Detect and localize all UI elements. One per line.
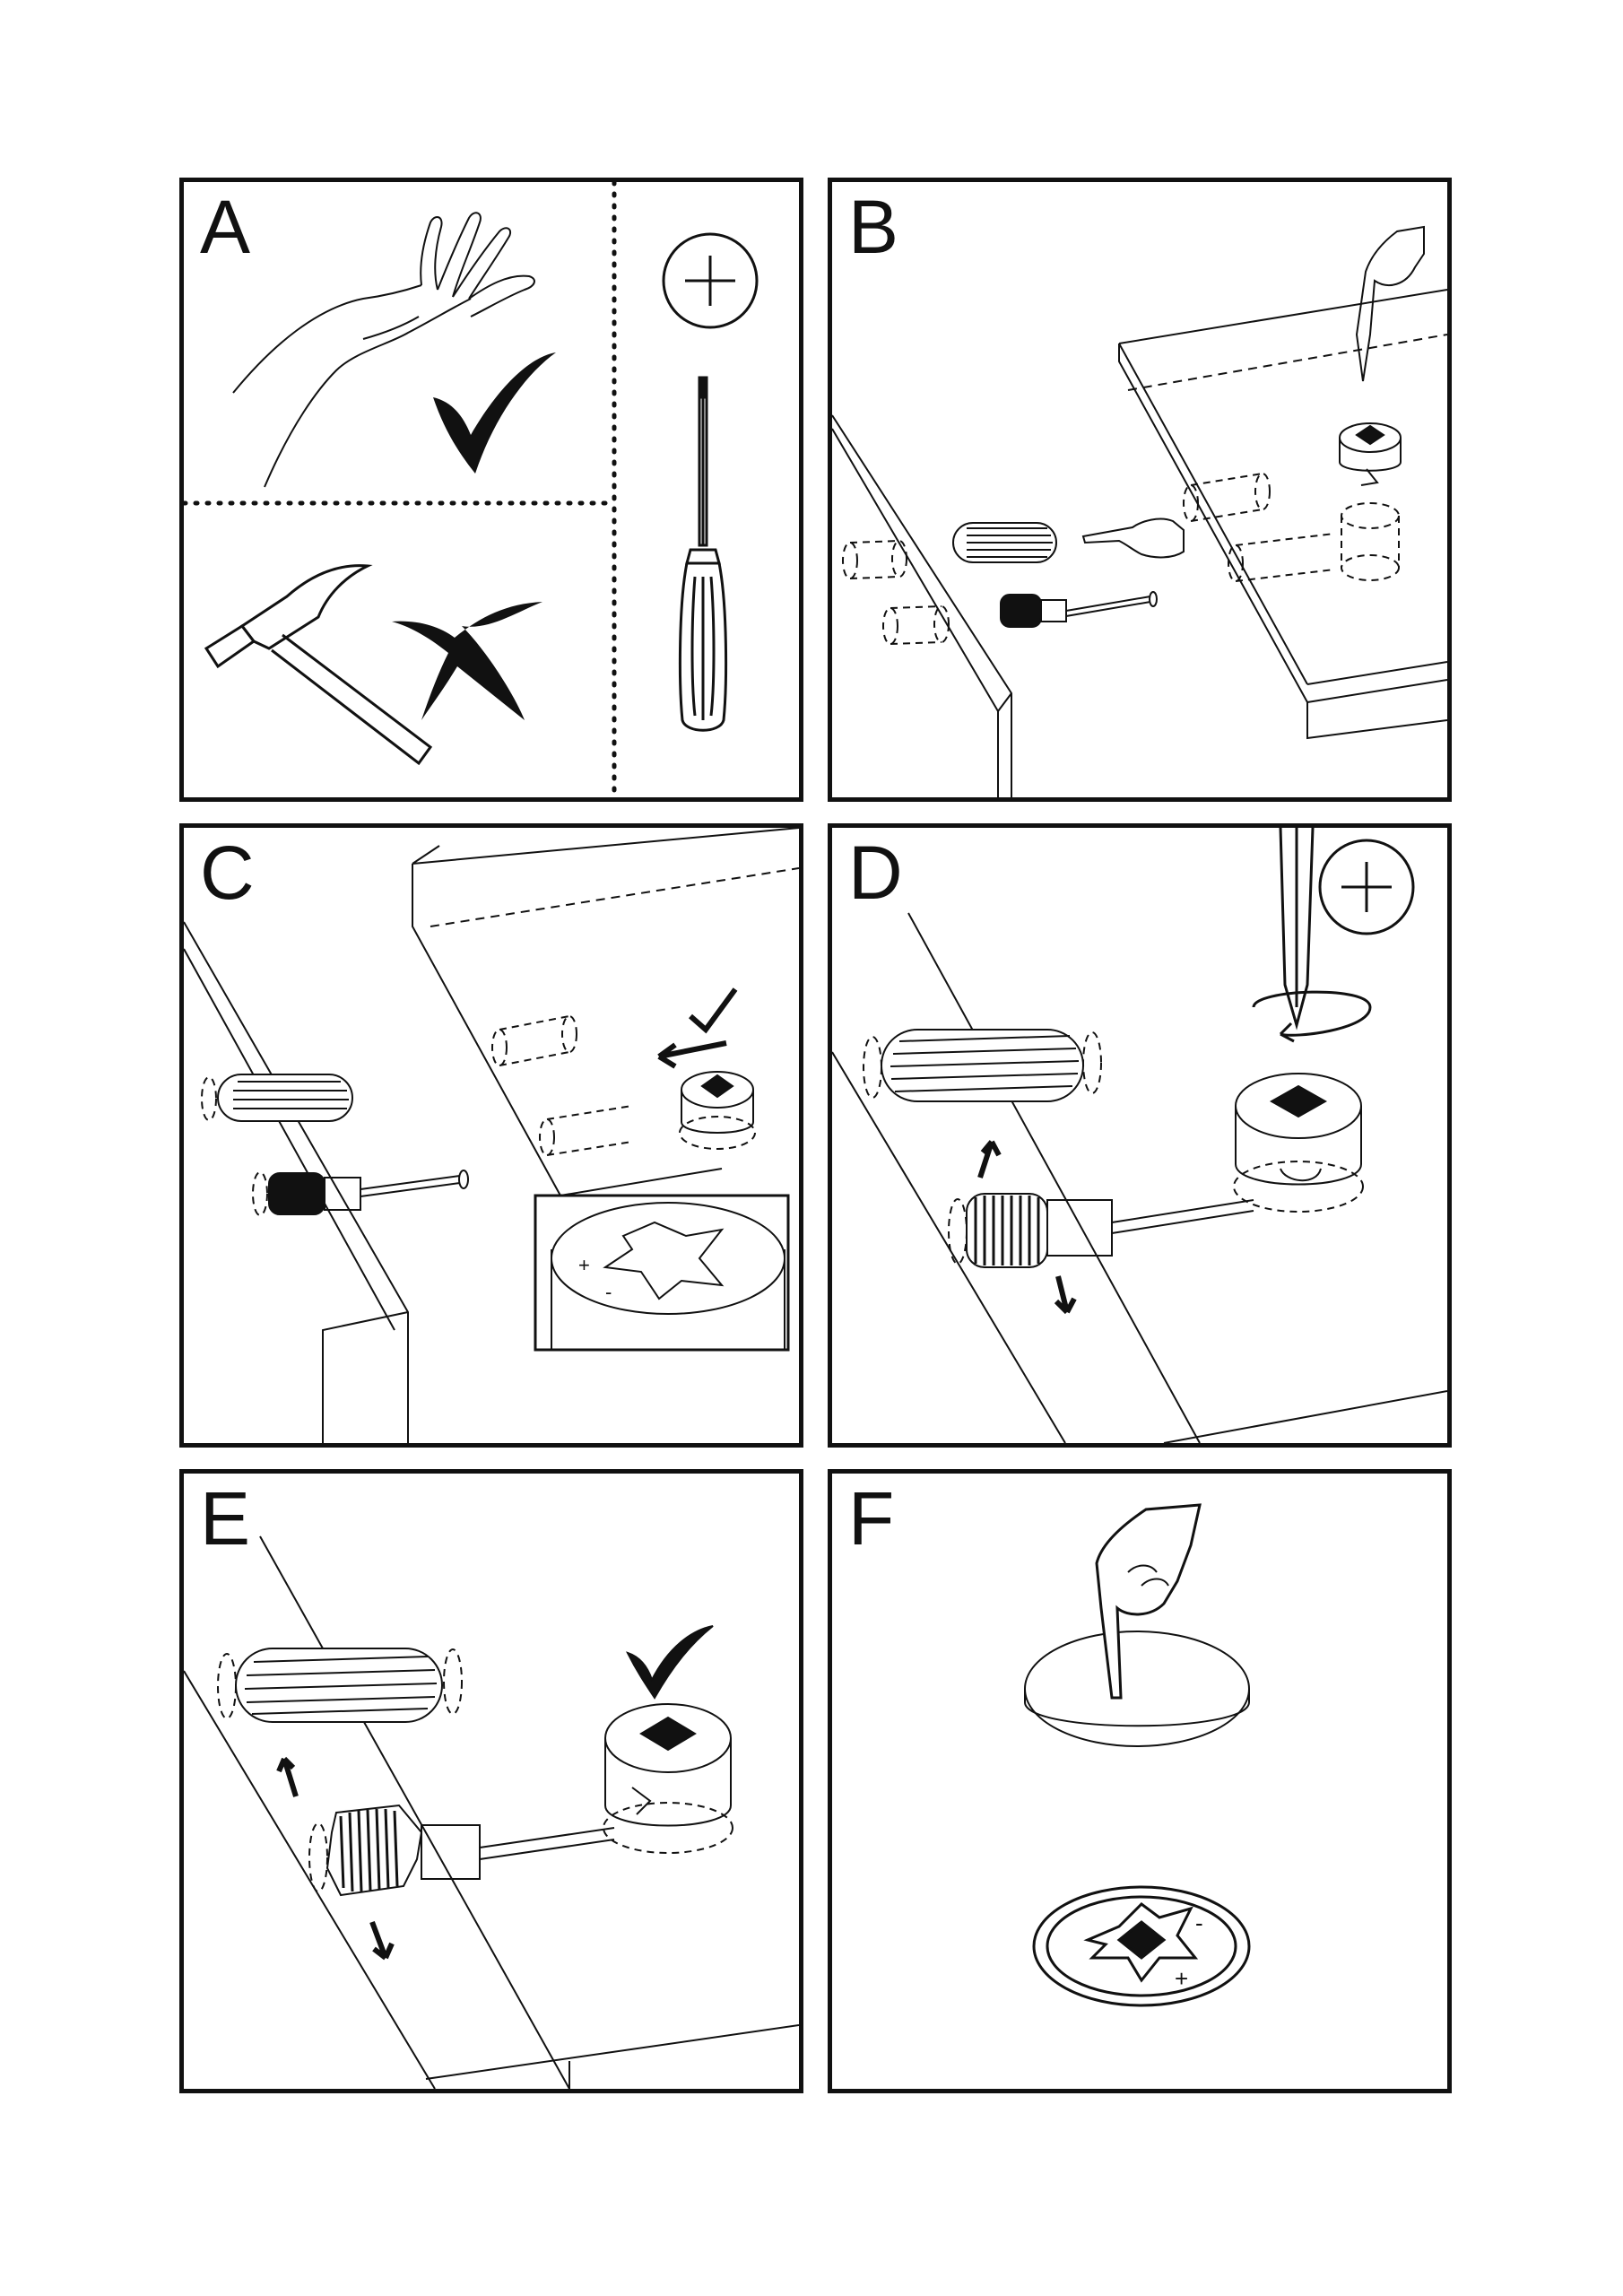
checkmark-icon: [626, 1625, 714, 1700]
arrow-up-icon: [977, 1140, 1002, 1178]
cam-bolt-icon: [1000, 591, 1158, 628]
panel-b: B: [828, 178, 1452, 802]
svg-text:-: -: [605, 1281, 612, 1303]
cross-icon: [392, 602, 542, 720]
panel-f-illustration: + -: [1024, 1503, 1251, 2007]
panel-letter: B: [848, 185, 899, 269]
dowel-icon: [952, 522, 1057, 563]
cam-lock-icon: [603, 1703, 733, 1854]
phillips-head-icon: [662, 232, 759, 329]
panel-e-illustration: [184, 1535, 799, 2089]
panel-a: A: [179, 178, 803, 802]
rotate-arrow-icon: [1252, 990, 1372, 1037]
cam-lock-icon: [1339, 422, 1402, 486]
screwdriver-icon: [678, 376, 728, 732]
cam-lock-icon: [679, 1071, 756, 1150]
cam-lock-icon: [1233, 1073, 1364, 1213]
hammer-icon: [204, 564, 433, 766]
panel-d: D: [828, 823, 1452, 1448]
cam-bolt-icon: [948, 1193, 1254, 1268]
arrow-up-icon: [276, 1756, 299, 1797]
panel-f: F + -: [828, 1469, 1452, 2093]
checkmark-icon: [689, 987, 738, 1034]
arrow-down-icon: [1054, 1275, 1077, 1315]
dowel-icon: [201, 1074, 353, 1122]
dowel-icon: [863, 1029, 1102, 1102]
pointing-hand-icon: [1081, 517, 1185, 559]
panel-c: C: [179, 823, 803, 1448]
panel-letter: C: [200, 831, 255, 915]
cam-bolt-icon: [252, 1170, 469, 1216]
panel-letter: A: [200, 185, 251, 269]
arrow-left-icon: [657, 1040, 727, 1069]
cam-bolt-expanded-icon: [308, 1804, 615, 1897]
panel-a-illustration: [184, 182, 759, 797]
panel-letter: D: [848, 831, 903, 915]
panel-letter: F: [848, 1476, 895, 1561]
screwdriver-icon: [1279, 828, 1315, 1031]
svg-text:+: +: [1175, 1965, 1188, 1992]
dowel-icon: [217, 1648, 463, 1723]
phillips-head-icon: [1318, 839, 1415, 935]
cam-head-detail: + -: [551, 1202, 785, 1350]
open-hand-icon: [232, 212, 535, 488]
panel-letter: E: [200, 1476, 251, 1561]
svg-text:-: -: [1195, 1909, 1203, 1936]
panel-e: E: [179, 1469, 803, 2093]
cam-head-top-icon: + -: [1032, 1885, 1251, 2007]
cover-cap-icon: [1024, 1631, 1250, 1747]
panel-b-illustration: [832, 225, 1447, 797]
pointing-finger-icon: [1095, 1503, 1202, 1700]
svg-text:+: +: [578, 1254, 590, 1276]
detail-inset: [534, 1194, 790, 1352]
arrow-down-icon: [369, 1920, 395, 1961]
checkmark-icon: [433, 352, 556, 474]
pointing-finger-icon: [1355, 225, 1425, 382]
panel-d-illustration: [832, 828, 1447, 1443]
panel-c-illustration: + -: [184, 828, 799, 1443]
